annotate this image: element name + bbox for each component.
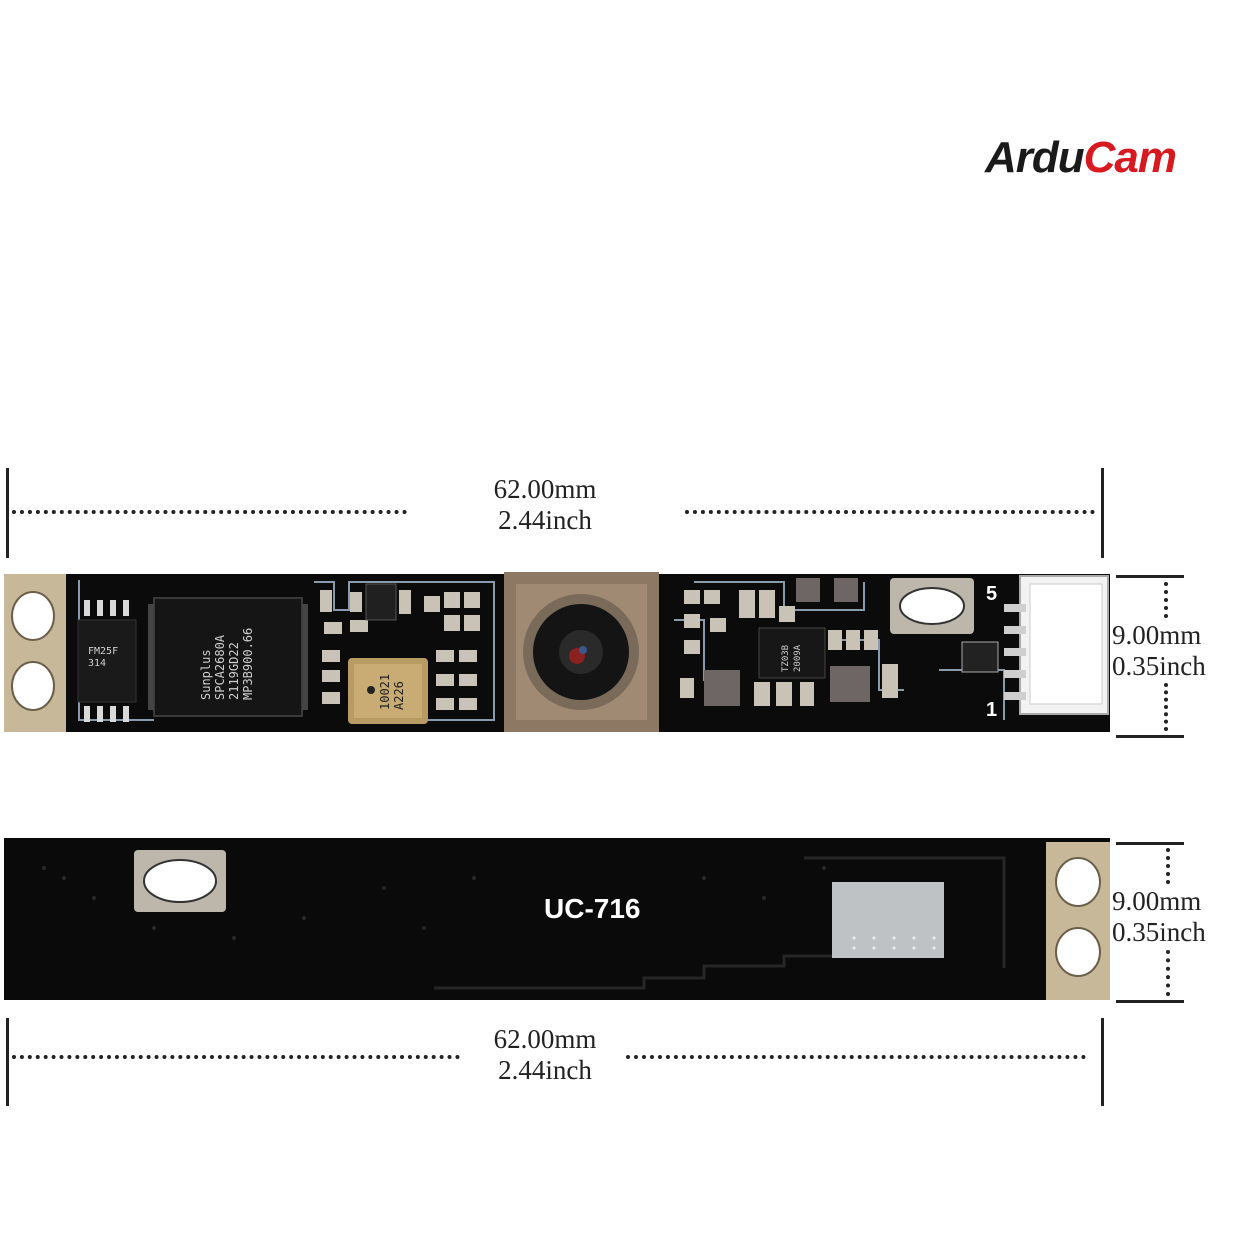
main-processor-chip: [148, 597, 308, 717]
bottom-width-label: 9.00mm 0.35inch: [1112, 886, 1237, 948]
top-length-left-bar: [6, 468, 9, 558]
bottom-length-dotline-right: [626, 1055, 1086, 1059]
top-length-dotline-left: [12, 510, 407, 514]
flash-chip-text-1: FM25F: [88, 646, 118, 657]
bottom-length-mm: 62.00mm: [493, 1024, 597, 1054]
connector: [1004, 575, 1109, 715]
bottom-width-bottom-bar: [1116, 1000, 1184, 1003]
top-length-mm: 62.00mm: [493, 474, 597, 504]
mic-text-1: 10021: [378, 674, 392, 710]
mic-text-2: A226: [392, 681, 406, 710]
top-length-label: 62.00mm 2.44inch: [440, 474, 650, 536]
top-width-label: 9.00mm 0.35inch: [1112, 620, 1237, 682]
top-width-top-bar: [1116, 575, 1184, 578]
bottom-width-top-bar: [1116, 842, 1184, 845]
top-width-inch: 0.35inch: [1112, 651, 1206, 681]
logo-text-cam: Cam: [1083, 133, 1177, 182]
top-length-inch: 2.44inch: [498, 505, 592, 535]
bottom-length-right-bar: [1101, 1018, 1104, 1106]
connector-pin-5-label: 5: [986, 583, 997, 605]
bottom-width-dotline-upper: [1166, 848, 1170, 884]
top-width-dotline-upper: [1164, 582, 1168, 618]
top-board-pcb: FM25F 314 Sunplus SPCA2680A 2119GD22 MP3…: [4, 572, 1110, 732]
main-chip-text-4: MP3B900.66: [241, 628, 255, 700]
top-width-dotline-lower: [1164, 683, 1168, 731]
main-chip-text-2: SPCA2680A: [213, 634, 227, 700]
top-width-bottom-bar: [1116, 735, 1184, 738]
connector-pin-1-label: 1: [986, 699, 997, 721]
bottom-length-dotline-left: [12, 1055, 460, 1059]
bottom-width-inch: 0.35inch: [1112, 917, 1206, 947]
top-length-right-bar: [1101, 468, 1104, 558]
right-ic-text-2: 2009A: [793, 644, 803, 672]
flash-chip-text-2: 314: [88, 658, 106, 669]
right-ic-text-1: TZ03B: [781, 645, 791, 672]
bottom-length-label: 62.00mm 2.44inch: [440, 1024, 650, 1086]
bottom-board-pcb: UC-716: [4, 838, 1110, 1000]
camera-lens-module: [504, 572, 659, 732]
right-ic: [758, 627, 826, 679]
top-length-dotline-right: [685, 510, 1095, 514]
top-width-mm: 9.00mm: [1112, 620, 1202, 650]
microphone: [348, 658, 428, 724]
flash-chip: [77, 600, 137, 722]
main-chip-text-3: 2119GD22: [227, 642, 241, 700]
bottom-width-dotline-lower: [1166, 950, 1170, 996]
model-label: UC-716: [544, 893, 640, 924]
bottom-length-inch: 2.44inch: [498, 1055, 592, 1085]
main-chip-text-1: Sunplus: [199, 649, 213, 700]
bottom-width-mm: 9.00mm: [1112, 886, 1202, 916]
arducam-logo: ArduCam: [985, 132, 1240, 184]
logo-text-ardu: Ardu: [985, 133, 1085, 182]
bottom-length-left-bar: [6, 1018, 9, 1106]
